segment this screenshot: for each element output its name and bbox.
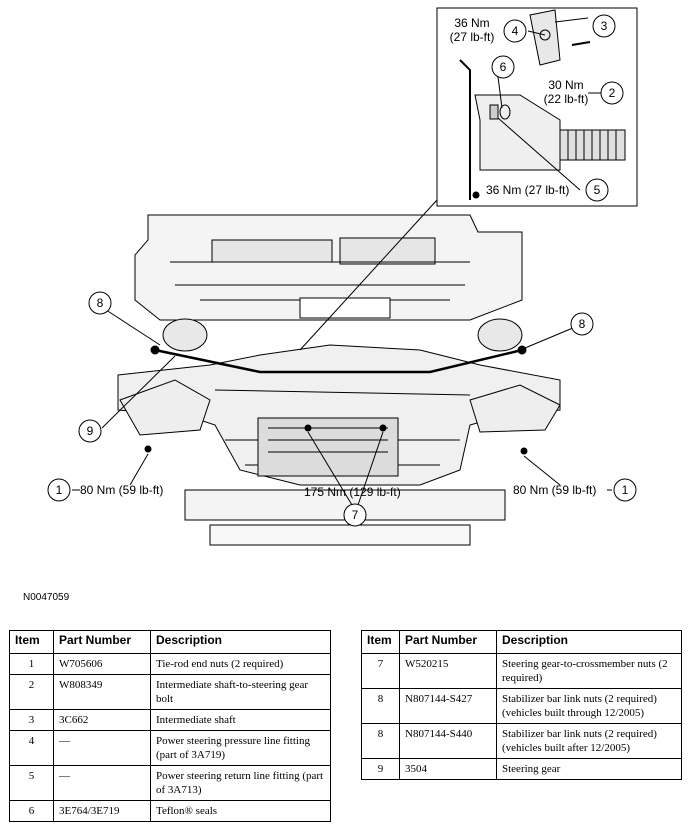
description-cell: Power steering return line fitting (part… <box>150 765 331 801</box>
table-header-row: Item Part Number Description <box>9 630 331 654</box>
callout-number-7: 7 <box>352 508 359 522</box>
description-cell: Steering gear <box>496 758 682 780</box>
part-number-cell: — <box>53 765 151 801</box>
part-number-cell: N807144-S440 <box>399 723 497 759</box>
description-cell: Steering gear-to-crossmember nuts (2 req… <box>496 653 682 689</box>
steering-gear-illustration: 4 3 2 6 5 8 9 1 1 8 7 36 Nm(27 lb-ft) 30… <box>47 7 638 546</box>
item-cell: 4 <box>9 730 54 766</box>
torque-label-5: 36 Nm (27 lb-ft) <box>486 183 569 197</box>
part-number-cell: W808349 <box>53 674 151 710</box>
callout-number-2: 2 <box>609 86 616 100</box>
torque-label-7: 175 Nm (129 lb-ft) <box>304 485 401 499</box>
description-cell: Teflon® seals <box>150 800 331 822</box>
callout-number-1-left: 1 <box>56 483 63 497</box>
callout-number-6: 6 <box>500 60 507 74</box>
part-number-cell: 3E764/3E719 <box>53 800 151 822</box>
table-header-row: Item Part Number Description <box>361 630 682 654</box>
header-description: Description <box>150 630 331 654</box>
table-row: 5—Power steering return line fitting (pa… <box>9 765 331 801</box>
part-number-cell: W705606 <box>53 653 151 675</box>
part-number-cell: 3C662 <box>53 709 151 731</box>
description-cell: Intermediate shaft <box>150 709 331 731</box>
header-description: Description <box>496 630 682 654</box>
callout-number-8-left: 8 <box>97 296 104 310</box>
part-number-cell: N807144-S427 <box>399 688 497 724</box>
header-item: Item <box>361 630 400 654</box>
description-cell: Power steering pressure line fitting (pa… <box>150 730 331 766</box>
header-part-number: Part Number <box>53 630 151 654</box>
description-cell: Stabilizer bar link nuts (2 required) (v… <box>496 723 682 759</box>
part-number-cell: W520215 <box>399 653 497 689</box>
torque-label-1-left: 80 Nm (59 lb-ft) <box>80 483 163 497</box>
callout-number-3: 3 <box>601 19 608 33</box>
item-cell: 3 <box>9 709 54 731</box>
item-cell: 9 <box>361 758 400 780</box>
part-number-cell: 3504 <box>399 758 497 780</box>
item-cell: 8 <box>361 688 400 724</box>
item-cell: 8 <box>361 723 400 759</box>
header-part-number: Part Number <box>399 630 497 654</box>
item-cell: 6 <box>9 800 54 822</box>
callout-number-4: 4 <box>512 24 519 38</box>
description-cell: Tie-rod end nuts (2 required) <box>150 653 331 675</box>
item-cell: 2 <box>9 674 54 710</box>
callout-number-9: 9 <box>87 424 94 438</box>
header-item: Item <box>9 630 54 654</box>
part-number-cell: — <box>53 730 151 766</box>
torque-label-2: 30 Nm(22 lb-ft) <box>544 78 589 106</box>
callout-number-1-right: 1 <box>622 483 629 497</box>
item-cell: 1 <box>9 653 54 675</box>
torque-label-1-right: 80 Nm (59 lb-ft) <box>513 483 596 497</box>
description-cell: Intermediate shaft-to-steering gear bolt <box>150 674 331 710</box>
callout-number-8-right: 8 <box>579 317 586 331</box>
table-row: 4—Power steering pressure line fitting (… <box>9 730 331 766</box>
figure-id: N0047059 <box>23 592 70 603</box>
item-cell: 5 <box>9 765 54 801</box>
description-cell: Stabilizer bar link nuts (2 required) (v… <box>496 688 682 724</box>
torque-label-4: 36 Nm(27 lb-ft) <box>450 16 495 44</box>
item-cell: 7 <box>361 653 400 689</box>
callout-number-5: 5 <box>594 183 601 197</box>
